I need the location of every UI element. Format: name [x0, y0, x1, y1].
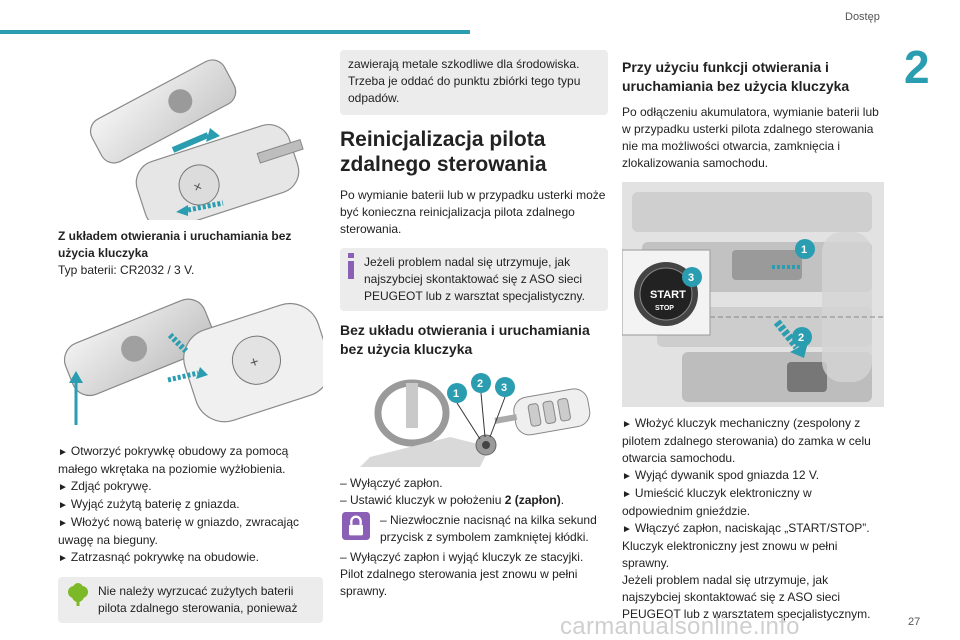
keyless-steps: ►Włożyć kluczyk mechaniczny (zespolony z… [622, 415, 884, 623]
step-item: ►Wyjąć zużytą baterię z gniazda. [58, 497, 240, 511]
step-item: ►Zdjąć pokrywę. [58, 479, 152, 493]
step-item: ►Włożyć nową baterię w gniazdo, zwracają… [58, 515, 300, 547]
callout-1: 1 [453, 388, 459, 400]
battery-steps: ►Otworzyć pokrywkę obudowy za pomocą mał… [58, 443, 323, 567]
step-ignition-off: – Wyłączyć zapłon. [340, 476, 443, 490]
battery-type: Typ baterii: CR2032 / 3 V. [58, 263, 195, 277]
step-item: ►Wyjąć dywanik spod gniazda 12 V. [622, 468, 820, 482]
step-key-position: – Ustawić kluczyk w położeniu 2 (zapłon)… [340, 493, 565, 507]
chapter-number: 2 [904, 41, 930, 93]
eco-note-continued: zawierają metale szkodliwe dla środowisk… [340, 50, 608, 115]
page-number: 27 [908, 616, 921, 628]
stop-label: STOP [655, 305, 674, 312]
column-middle: zawierają metale szkodliwe dla środowisk… [340, 50, 608, 600]
callout-1: 1 [801, 244, 807, 256]
section-name: Dostęp [845, 11, 880, 23]
eco-note-text: Nie należy wyrzucać zużytych baterii pil… [98, 584, 298, 615]
keyless-result: Kluczyk elektroniczny jest znowu w pełni… [622, 539, 838, 570]
reinit-intro: Po wymianie baterii lub w przypadku uste… [340, 188, 606, 236]
triangle-bullet-icon: ► [58, 518, 68, 529]
key-fob-illustration-bottom: + [58, 285, 332, 435]
reinit-result: Pilot zdalnego sterowania jest znowu w p… [340, 567, 578, 598]
callout-2: 2 [798, 332, 804, 344]
info-icon [348, 253, 354, 279]
step-item: ►Umieścić kluczyk elektroniczny w odpowi… [622, 486, 812, 518]
column-right: Przy użyciu funkcji otwierania i urucham… [621, 50, 884, 623]
triangle-bullet-icon: ► [622, 471, 632, 482]
watermark: carmanualsonline.info [560, 613, 800, 640]
info-note: Jeżeli problem nadal się utrzymuje, jak … [340, 248, 608, 311]
start-label: START [650, 289, 686, 301]
ignition-key-illustration: 1 2 3 [340, 367, 608, 467]
triangle-bullet-icon: ► [622, 524, 632, 535]
header-accent-bar [0, 30, 470, 34]
step-item: ►Otworzyć pokrywkę obudowy za pomocą mał… [58, 444, 289, 476]
step-item: ►Włączyć zapłon, naciskając „START/STOP”… [622, 521, 870, 535]
tree-icon [68, 583, 88, 606]
step-item: ►Zatrzasnąć pokrywkę na obudowie. [58, 550, 260, 564]
keyless-intro: Po odłączeniu akumulatora, wymianie bate… [622, 105, 879, 170]
fob-type-caption: Z układem otwierania i uruchamiania bez … [58, 229, 292, 260]
keyless-final-note: Jeżeli problem nadal się utrzymuje, jak … [622, 573, 871, 621]
triangle-bullet-icon: ► [58, 447, 68, 458]
triangle-bullet-icon: ► [58, 500, 68, 511]
column-left: × Z układem otwierania i uruchamiania be… [58, 50, 332, 623]
callout-2: 2 [477, 378, 483, 390]
step-item: ►Włożyć kluczyk mechaniczny (zespolony z… [622, 416, 871, 465]
triangle-bullet-icon: ► [622, 489, 632, 500]
eco-note: Nie należy wyrzucać zużytych baterii pil… [58, 577, 323, 623]
keyless-heading: Przy użyciu funkcji otwierania i urucham… [622, 59, 850, 94]
reinit-steps: – Wyłączyć zapłon. – Ustawić kluczyk w p… [340, 475, 608, 600]
reinit-heading: Reinicjalizacja pilota zdalnego sterowan… [340, 128, 547, 176]
triangle-bullet-icon: ► [58, 482, 68, 493]
triangle-bullet-icon: ► [58, 553, 68, 564]
no-keyless-subheading: Bez układu otwierania i uruchamiania bez… [340, 322, 590, 357]
lock-button-note: – Niezwłocznie nacisnąć na kilka sekund … [340, 509, 608, 549]
padlock-icon [342, 512, 370, 540]
step-remove-key: – Wyłączyć zapłon i wyjąć kluczyk ze sta… [340, 550, 584, 564]
key-fob-illustration-top: × [58, 50, 323, 230]
start-stop-illustration: START STOP 1 2 3 [621, 182, 884, 407]
callout-3: 3 [501, 382, 507, 394]
callout-3: 3 [688, 272, 694, 284]
triangle-bullet-icon: ► [622, 419, 632, 430]
